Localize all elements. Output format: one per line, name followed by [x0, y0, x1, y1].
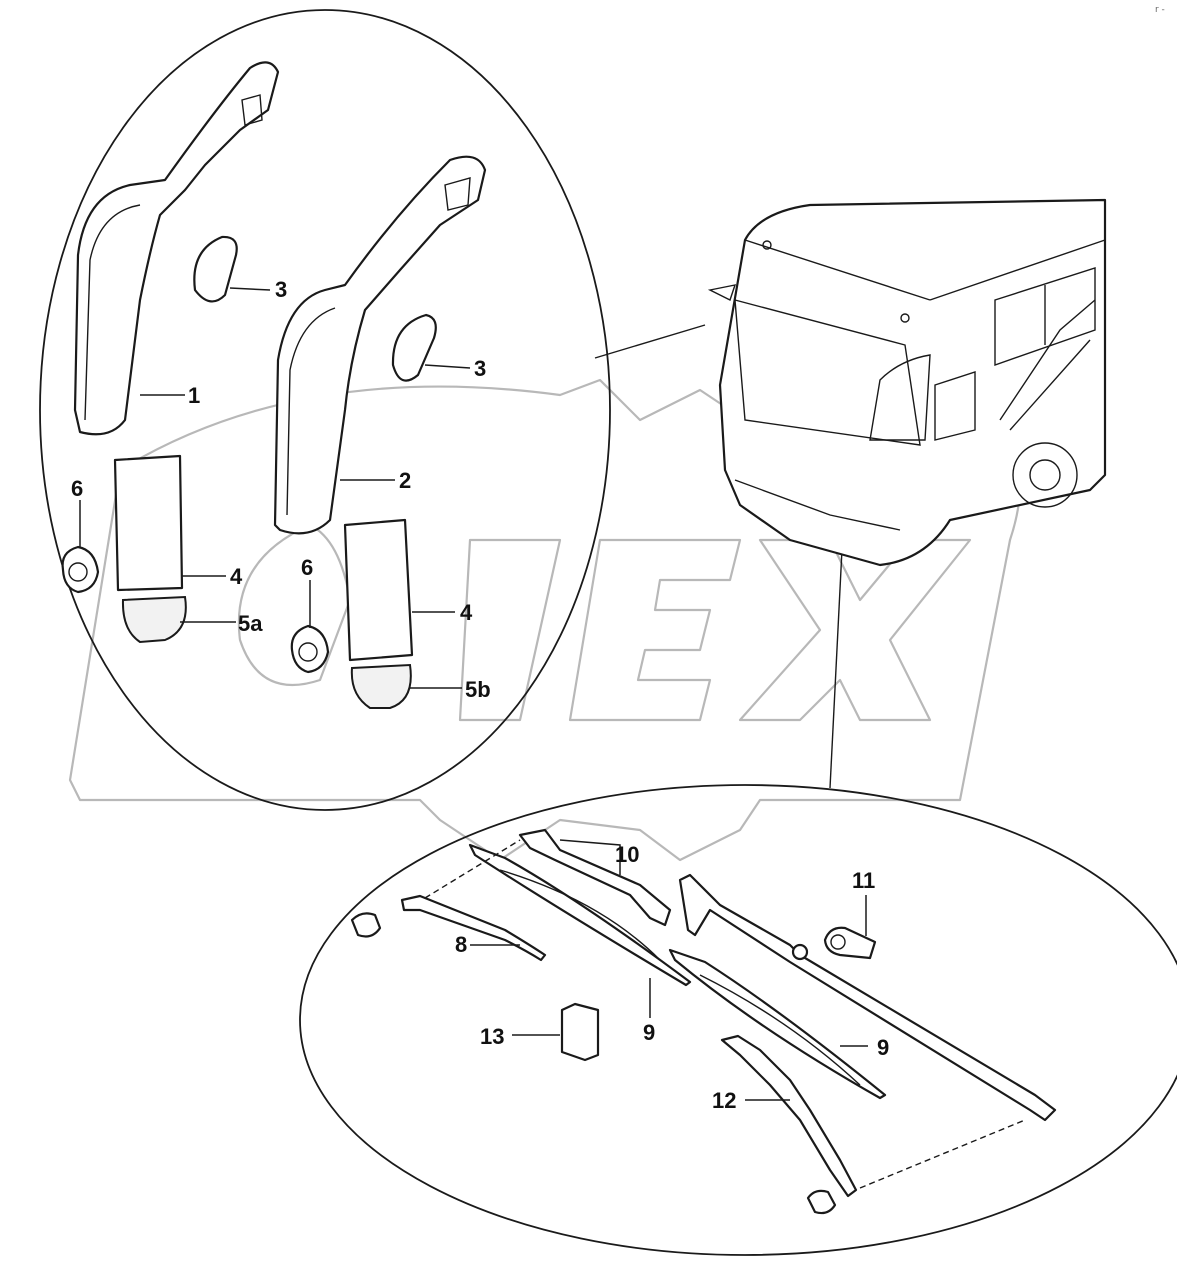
callout-3-lower: 3: [474, 356, 486, 381]
washer-reservoir-part: [560, 1002, 600, 1062]
callout-5a: 5a: [238, 611, 263, 636]
callout-6-left: 6: [71, 476, 83, 501]
bus-illustration: [707, 198, 1107, 567]
gasket-part: [391, 313, 437, 382]
wiper-arm-part: [350, 894, 547, 962]
mirror-leader-to-bus: [594, 324, 706, 359]
callout-4-left: 4: [230, 564, 243, 589]
mirror-glass-part: [113, 454, 184, 592]
callout-6-right: 6: [301, 555, 313, 580]
wiper-arm-part: [720, 1034, 858, 1215]
mirror-glass-part: [343, 518, 414, 662]
callout-2: 2: [399, 468, 411, 493]
callout-12: 12: [712, 1088, 736, 1113]
mirror-motor-part: [61, 545, 100, 594]
callout-5b: 5b: [465, 677, 491, 702]
wiper-group-ellipse: [299, 784, 1177, 1256]
wiper-motor-part: [823, 926, 877, 960]
wiper-linkage-part: [518, 828, 1057, 1122]
small-mirror-glass-part: [350, 663, 412, 709]
wiper-axis-dashed-line: [424, 839, 521, 899]
mirror-arm-part: [273, 155, 487, 535]
mirror-motor-part: [290, 624, 330, 674]
callout-9-left: 9: [643, 1020, 655, 1045]
callout-leaders: [79, 287, 868, 1101]
callout-8: 8: [455, 932, 467, 957]
callout-3-upper: 3: [275, 277, 287, 302]
callout-11: 11: [852, 868, 875, 893]
callout-10: 10: [615, 842, 639, 867]
mirror-arm-part: [73, 61, 280, 436]
callout-9-right: 9: [877, 1035, 889, 1060]
callout-13: 13: [480, 1024, 504, 1049]
mirror-group-ellipse: [39, 9, 611, 811]
callout-4-right: 4: [460, 600, 473, 625]
corner-mark: r -: [1155, 5, 1165, 15]
small-mirror-glass-part: [121, 595, 187, 644]
gasket-part: [193, 235, 238, 303]
wiper-blade-part: [468, 843, 887, 1100]
wiper-axis-dashed-line: [859, 1119, 1026, 1189]
callout-1: 1: [188, 383, 200, 408]
